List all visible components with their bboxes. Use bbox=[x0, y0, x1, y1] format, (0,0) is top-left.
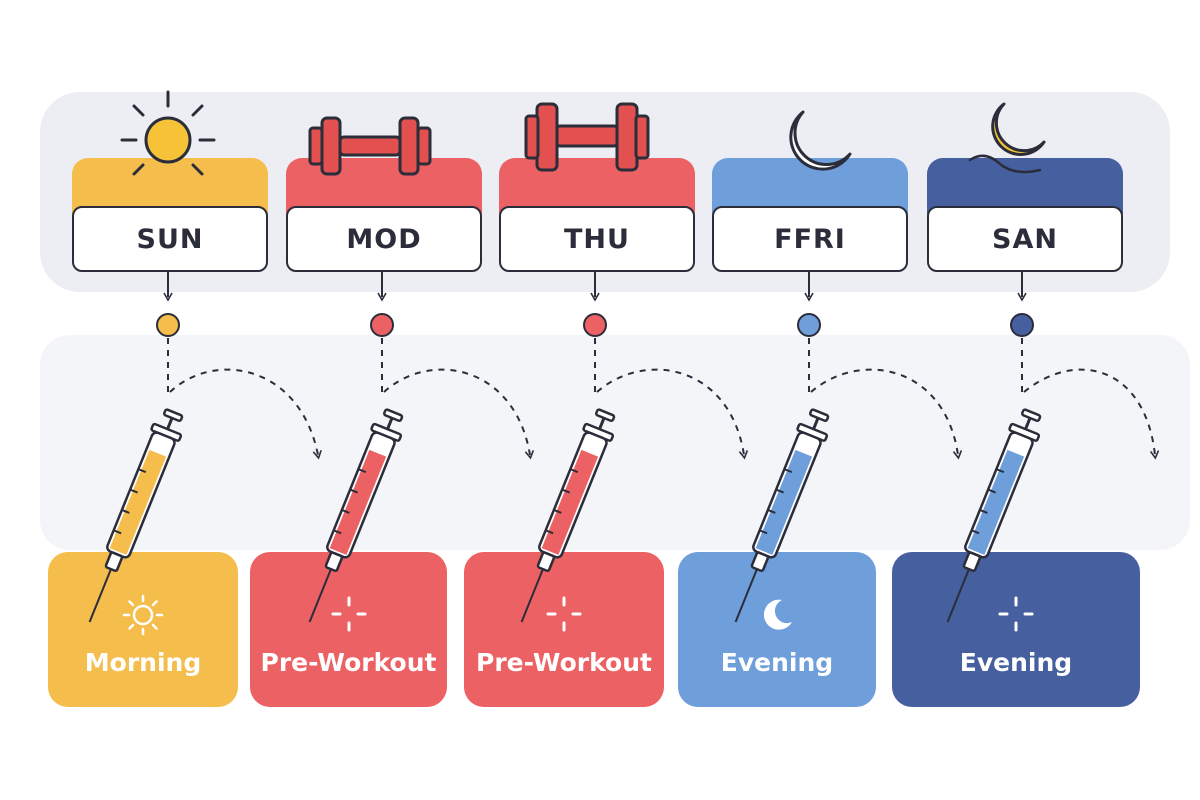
day-dot bbox=[797, 313, 821, 337]
day-card-5: SAN bbox=[927, 158, 1123, 274]
day-card-1: SUN bbox=[72, 158, 268, 274]
day-card-2: MOD bbox=[286, 158, 482, 274]
day-dot bbox=[583, 313, 607, 337]
day-label: MOD bbox=[286, 206, 482, 272]
timing-label: Pre-Workout bbox=[476, 648, 652, 677]
sparkle-icon bbox=[998, 596, 1034, 632]
sun-icon bbox=[122, 594, 164, 636]
timing-tile-3: Pre-Workout bbox=[464, 552, 664, 707]
syringe-icon bbox=[946, 408, 1042, 623]
timing-label: Evening bbox=[720, 648, 834, 677]
timing-label: Pre-Workout bbox=[260, 648, 437, 677]
day-label: FFRI bbox=[712, 206, 908, 272]
dumbbell-icon bbox=[524, 102, 650, 172]
timing-tile-4: Evening bbox=[678, 552, 876, 707]
moon-icon bbox=[763, 599, 792, 630]
day-card-3: THU bbox=[499, 158, 695, 274]
day-label: SUN bbox=[72, 206, 268, 272]
syringe-icon bbox=[520, 408, 616, 623]
syringe-icon bbox=[88, 408, 184, 623]
day-dot bbox=[156, 313, 180, 337]
day-card-header bbox=[927, 158, 1123, 214]
syringe-icon bbox=[308, 408, 404, 623]
timing-label: Morning bbox=[84, 648, 202, 677]
syringe-icon bbox=[734, 408, 830, 623]
day-card-4: FFRI bbox=[712, 158, 908, 274]
sparkle-icon bbox=[546, 596, 582, 632]
day-card-header bbox=[286, 158, 482, 214]
dashed-connectors bbox=[167, 338, 1160, 460]
timing-tile-1: Morning bbox=[48, 552, 238, 707]
moon-icon bbox=[968, 102, 1046, 174]
day-dot bbox=[1010, 313, 1034, 337]
timing-tile-5: Evening bbox=[892, 552, 1140, 707]
moon-icon bbox=[789, 110, 852, 171]
day-dot bbox=[370, 313, 394, 337]
sun-icon bbox=[120, 90, 216, 176]
dumbbell-icon bbox=[308, 116, 432, 176]
timing-label: Evening bbox=[959, 648, 1073, 677]
day-card-header bbox=[499, 158, 695, 214]
day-label: SAN bbox=[927, 206, 1123, 272]
connector-arrows bbox=[163, 272, 1027, 302]
timing-tile-2: Pre-Workout bbox=[250, 552, 447, 707]
sparkle-icon bbox=[331, 596, 366, 632]
day-label: THU bbox=[499, 206, 695, 272]
day-card-header bbox=[72, 158, 268, 214]
